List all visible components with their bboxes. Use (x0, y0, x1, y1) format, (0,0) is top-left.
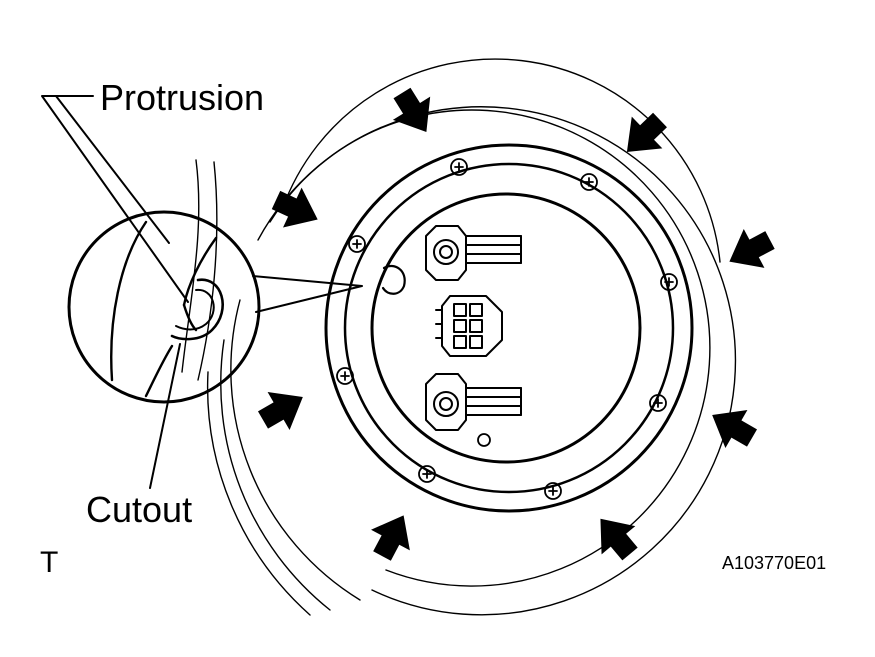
protrusion-label: Protrusion (100, 77, 265, 118)
press-arrow (729, 229, 775, 268)
protrusion-leader-line-secondary (55, 95, 170, 244)
press-arrow (258, 391, 303, 431)
press-arrow (392, 87, 431, 133)
detail-magnifier-circle (67, 210, 261, 404)
press-arrow-group (258, 87, 775, 561)
detail-cutout-notch (170, 278, 224, 341)
bolt (418, 465, 436, 483)
cutout-notch (381, 264, 406, 295)
figure-code-label: A103770E01 (722, 553, 827, 573)
detail-callout (67, 210, 363, 404)
retainer-ring-outer (324, 143, 694, 513)
bolt (348, 235, 366, 253)
connector-top (425, 225, 522, 281)
detail-cutout-notch-inner (175, 288, 215, 331)
cutout-label: Cutout (86, 489, 193, 530)
bolt (450, 158, 468, 176)
bolt (336, 367, 354, 385)
view-marker-label: T (40, 546, 59, 579)
detail-contour-line (110, 220, 148, 382)
press-arrow (626, 112, 667, 152)
retainer-ring-inner (343, 162, 675, 494)
vent-hole (477, 433, 491, 447)
protrusion-leader-line (41, 95, 189, 303)
callout-pointer (252, 275, 363, 313)
detail-protrusion (182, 303, 198, 332)
press-arrow (712, 409, 757, 449)
cutout-leader-line (149, 343, 181, 489)
detail-contour-line (144, 344, 174, 398)
press-arrow (371, 515, 410, 561)
pump-cover-plate (370, 192, 642, 464)
bolt-group (336, 158, 678, 500)
bolt (580, 173, 598, 191)
bolt (649, 394, 667, 412)
connector-bottom (425, 373, 522, 431)
press-arrow (271, 187, 318, 228)
bolt (544, 482, 562, 500)
detail-contour-line (182, 236, 218, 307)
bolt (660, 273, 678, 291)
press-arrow (600, 518, 638, 561)
connector-center (435, 295, 503, 357)
